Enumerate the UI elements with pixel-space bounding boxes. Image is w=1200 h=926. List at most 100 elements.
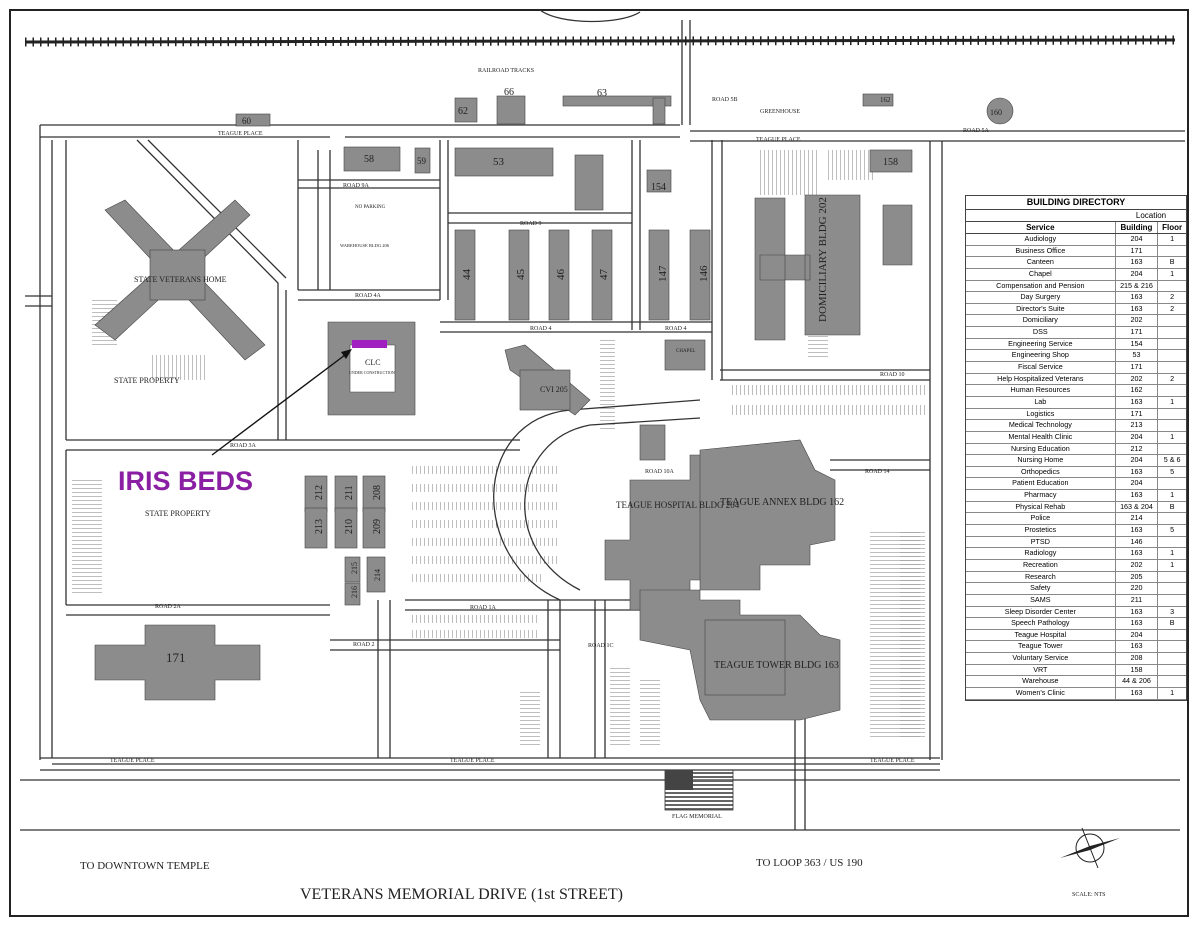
building-svh-core bbox=[149, 249, 206, 301]
floor-cell: 1 bbox=[1170, 431, 1175, 441]
road-2-label: ROAD 2 bbox=[353, 642, 375, 648]
building-cell: 204 bbox=[1116, 234, 1159, 245]
building-cell: 171 bbox=[1116, 362, 1159, 373]
col-floor-header: Floor bbox=[1162, 223, 1183, 232]
building-45 bbox=[508, 229, 530, 321]
map-frame bbox=[9, 9, 1189, 917]
floor-cell bbox=[1158, 327, 1186, 338]
directory-title: BUILDING DIRECTORY bbox=[966, 196, 1186, 210]
service-cell: Logistics bbox=[966, 408, 1116, 420]
col-building-header: Building bbox=[1116, 222, 1159, 233]
building-cell: 202 bbox=[1116, 373, 1159, 385]
floor-cell bbox=[1158, 572, 1186, 583]
building-47 bbox=[591, 229, 613, 321]
building-chapel bbox=[664, 339, 706, 371]
floor-cell bbox=[1158, 281, 1186, 292]
teague-tower-label: TEAGUE TOWER BLDG 163 bbox=[714, 660, 839, 671]
service-cell: Prostetics bbox=[966, 525, 1116, 536]
floor-cell: 1 bbox=[1170, 268, 1175, 278]
floor-cell bbox=[1158, 595, 1186, 606]
service-cell: DSS bbox=[966, 327, 1116, 338]
road-5a-label: ROAD 5A bbox=[963, 128, 990, 134]
building-59-label: 59 bbox=[417, 156, 427, 166]
location-header-label: Location bbox=[1135, 211, 1167, 220]
building-domiciliary bbox=[754, 194, 913, 341]
floor-cell: 2 bbox=[1170, 292, 1175, 302]
floor-cell: 3 bbox=[1170, 606, 1175, 616]
teague-place-label-5: TEAGUE PLACE bbox=[870, 758, 915, 764]
building-46-label: 46 bbox=[555, 269, 567, 281]
service-cell: Teague Tower bbox=[966, 641, 1116, 653]
floor-cell bbox=[1158, 315, 1186, 326]
building-cell: 171 bbox=[1116, 245, 1159, 257]
col-service-header: Service bbox=[966, 222, 1116, 233]
building-66-label: 66 bbox=[504, 87, 514, 98]
building-53-label: 53 bbox=[493, 156, 505, 168]
service-cell: Engineering Service bbox=[966, 338, 1116, 350]
building-cell: 163 bbox=[1116, 618, 1159, 629]
building-cell: 204 bbox=[1116, 629, 1159, 641]
building-214-label: 214 bbox=[373, 569, 382, 581]
building-209 bbox=[362, 507, 386, 549]
service-cell: Director's Suite bbox=[966, 303, 1116, 315]
road-14-label: ROAD 14 bbox=[865, 469, 890, 475]
floor-cell: 1 bbox=[1170, 490, 1175, 500]
service-cell: Human Resources bbox=[966, 385, 1116, 396]
floor-cell: 5 bbox=[1170, 525, 1175, 535]
floor-cell: B bbox=[1169, 257, 1175, 267]
service-cell: Voluntary Service bbox=[966, 653, 1116, 664]
to-downtown-label: TO DOWNTOWN TEMPLE bbox=[80, 860, 210, 872]
building-44 bbox=[454, 229, 476, 321]
building-cvi-core bbox=[519, 369, 571, 411]
road-4-label-1: ROAD 4 bbox=[530, 326, 552, 332]
building-45-label: 45 bbox=[515, 269, 527, 281]
building-cell: 163 bbox=[1116, 303, 1159, 315]
iris-beds-highlight bbox=[352, 340, 387, 348]
service-cell: Safety bbox=[966, 583, 1116, 594]
service-cell: Day Surgery bbox=[966, 292, 1116, 303]
building-53 bbox=[454, 147, 554, 177]
floor-cell bbox=[1158, 630, 1186, 641]
building-teague-hospital bbox=[604, 454, 716, 611]
building-cell: 215 & 216 bbox=[1116, 280, 1159, 292]
teague-place-label-4: TEAGUE PLACE bbox=[450, 758, 495, 764]
clc-label: CLC bbox=[365, 358, 381, 367]
road-10a-label: ROAD 10A bbox=[645, 469, 675, 475]
building-cell: 163 bbox=[1116, 641, 1159, 653]
service-cell: Business Office bbox=[966, 245, 1116, 257]
building-158-label: 158 bbox=[883, 157, 898, 168]
service-cell: Medical Technology bbox=[966, 420, 1116, 431]
floor-cell: 1 bbox=[1170, 687, 1175, 697]
service-cell: Speech Pathology bbox=[966, 618, 1116, 629]
building-162-label: 162 bbox=[880, 96, 891, 104]
building-cell: 163 bbox=[1116, 490, 1159, 501]
building-63-label: 63 bbox=[597, 88, 607, 99]
building-146 bbox=[689, 229, 711, 321]
teague-place-label-1: TEAGUE PLACE bbox=[218, 131, 263, 137]
building-63 bbox=[562, 95, 672, 107]
building-171 bbox=[94, 624, 261, 701]
service-cell: Radiology bbox=[966, 548, 1116, 559]
flag-canton bbox=[665, 770, 693, 790]
building-208-label: 208 bbox=[372, 485, 383, 500]
building-211-label: 211 bbox=[344, 485, 355, 500]
floor-cell: 1 bbox=[1170, 396, 1175, 406]
floor-cell bbox=[1158, 246, 1186, 257]
building-cell: 171 bbox=[1116, 408, 1159, 420]
